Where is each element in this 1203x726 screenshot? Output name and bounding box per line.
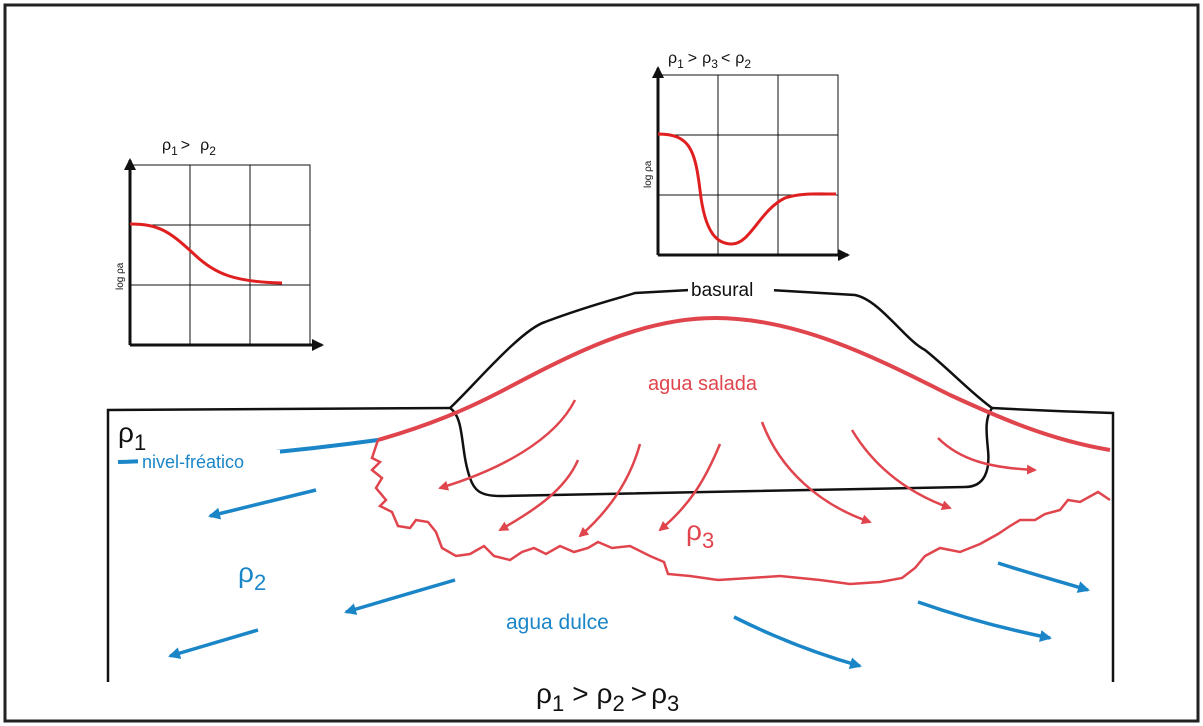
red-flow-arrow: [937, 437, 1037, 475]
red-flow-arrow: [438, 399, 577, 491]
blue-flow-arrow: [208, 488, 317, 520]
blue-flow-arrow: [168, 628, 259, 659]
blue-flow-arrow: [917, 600, 1052, 642]
graph-left-curve: [129, 222, 283, 285]
rho2-label: ρ2: [238, 557, 266, 595]
graph-left: ρ1>ρ2 log ρa: [115, 137, 324, 351]
ground-surface-left: [106, 406, 451, 682]
blue-flow-arrow: [733, 615, 862, 670]
red-flow-arrow: [498, 459, 580, 532]
red-flow-arrow: [658, 443, 722, 532]
basural-label-bg: [688, 278, 774, 300]
graph-right-grid-frame: [657, 74, 839, 256]
rho1-label: ρ1: [118, 417, 146, 455]
graph-right-title: ρ1>ρ3<ρ2: [668, 50, 751, 71]
saltwater-plume-boundary: [370, 439, 1111, 586]
density-relation-formula: ρ1>ρ2>ρ3: [536, 678, 679, 716]
agua-dulce-label: agua dulce: [506, 611, 609, 634]
red-flow-arrow: [850, 429, 952, 510]
basural-label: basural: [691, 280, 753, 301]
red-flow-arrow: [578, 443, 642, 538]
graph-right-curve: [657, 132, 837, 246]
landfill-mound-outline: [449, 288, 993, 410]
red-flow-arrow: [760, 421, 872, 525]
rho3-label: ρ3: [686, 515, 714, 553]
saltwater-mound-line: [377, 315, 1111, 452]
ground-surface-right: [991, 406, 1115, 682]
water-table-label: nivel-fréatico: [142, 452, 244, 472]
graph-left-title: ρ1>ρ2: [162, 137, 216, 158]
graph-right-y-label: log ρa: [643, 160, 654, 188]
water-table-label-bg: [138, 450, 280, 472]
outer-frame: [3, 3, 1200, 723]
blue-flow-arrow: [344, 578, 456, 615]
saltwater-flow-arrows: [438, 399, 1037, 538]
landfill-pit-outline: [449, 406, 994, 498]
cross-section: basural agua salada nivel-fréatico ρ1 ρ2…: [106, 278, 1115, 682]
graph-left-grid-frame: [129, 164, 311, 346]
blue-flow-arrow: [997, 561, 1090, 593]
freshwater-flow-arrows: [168, 488, 1090, 670]
agua-salada-label: agua salada: [648, 373, 758, 395]
graph-right: ρ1>ρ3<ρ2 log ρa: [643, 50, 850, 261]
graph-left-y-label: log ρa: [115, 262, 126, 290]
